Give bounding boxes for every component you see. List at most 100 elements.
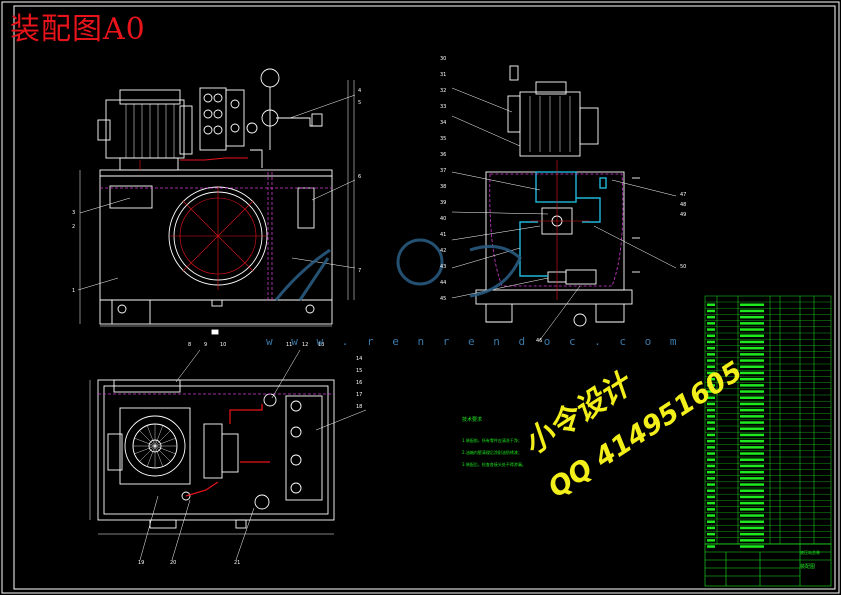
side-view-hidden-lines <box>489 173 624 287</box>
front-view-dimensions <box>79 80 355 327</box>
balloon-label: 9 <box>204 342 207 348</box>
parts-list-cell <box>740 408 764 412</box>
parts-list-cell <box>740 532 764 536</box>
parts-list-cell <box>707 489 715 492</box>
balloon-label: 6 <box>358 174 361 180</box>
balloon-label: 17 <box>356 392 362 398</box>
parts-list-cell <box>740 458 764 461</box>
balloon-label: 49 <box>680 212 686 218</box>
balloon-label: 18 <box>356 404 362 410</box>
title-block <box>704 543 832 587</box>
balloon-label: 40 <box>440 216 446 222</box>
balloon-label: 38 <box>440 184 446 190</box>
parts-list-cell <box>707 495 715 499</box>
parts-list-cell <box>707 421 715 424</box>
parts-list-cell <box>740 539 764 542</box>
balloon-label: 47 <box>680 192 686 198</box>
parts-list-cell <box>740 315 764 319</box>
parts-list-cell <box>740 501 764 505</box>
drawing-frame-inner <box>13 5 836 590</box>
parts-list-cell <box>707 446 715 449</box>
parts-list-cell <box>707 470 715 474</box>
parts-list-cell <box>707 408 715 412</box>
balloon-label: 45 <box>440 296 446 302</box>
balloon-label: 50 <box>680 264 686 270</box>
parts-list-cell <box>740 495 764 499</box>
parts-list-cell <box>740 396 764 399</box>
parts-list-cell <box>740 371 764 375</box>
balloon-label: 2 <box>72 224 75 230</box>
top-view-fan-blades <box>133 424 177 468</box>
balloon-label: 14 <box>356 356 362 362</box>
balloon-label: 41 <box>440 232 446 238</box>
parts-list-cell <box>707 402 715 406</box>
balloon-label: 11 <box>286 342 292 348</box>
front-view-hidden-lines <box>100 172 332 300</box>
parts-list-cell <box>740 390 764 393</box>
balloon-label: 33 <box>440 104 446 110</box>
balloon-label: 21 <box>234 560 240 566</box>
parts-list-cell <box>707 309 715 313</box>
balloon-label: 5 <box>358 100 361 106</box>
top-view-leaders <box>139 349 367 561</box>
balloon-label: 35 <box>440 136 446 142</box>
parts-list-cell <box>707 303 715 306</box>
parts-list-cell <box>707 526 715 530</box>
balloon-label: 12 <box>302 342 308 348</box>
parts-list-cell <box>740 446 764 449</box>
balloon-label: 13 <box>318 342 324 348</box>
balloon-label: 32 <box>440 88 446 94</box>
parts-list-cell <box>740 514 764 517</box>
parts-list-cell <box>740 483 764 486</box>
balloon-label: 1 <box>72 288 75 294</box>
watermark-url: w w w . r e n r e n d o c . c o m <box>266 335 683 348</box>
parts-list-cell <box>707 508 715 511</box>
parts-list-cell <box>707 328 715 331</box>
balloon-labels: 1234567303132333435363738394041424344454… <box>72 56 686 566</box>
parts-list-cell <box>740 508 764 511</box>
front-view <box>97 68 333 335</box>
parts-list-cell <box>740 402 764 406</box>
parts-list-cell <box>707 532 715 536</box>
balloon-label: 46 <box>536 338 542 344</box>
balloon-label: 3 <box>72 210 75 216</box>
parts-list-cell <box>707 483 715 486</box>
top-view-dimensions <box>89 380 334 535</box>
parts-list-cell <box>740 452 764 455</box>
balloon-label: 39 <box>440 200 446 206</box>
parts-list-cell <box>740 415 764 418</box>
balloon-label: 43 <box>440 264 446 270</box>
parts-list-cell <box>740 365 764 368</box>
parts-list-rows <box>705 301 831 544</box>
parts-list-cell <box>707 501 715 505</box>
parts-list-cell <box>707 452 715 455</box>
balloon-label: 19 <box>138 560 144 566</box>
parts-list-cell <box>740 520 764 523</box>
balloon-label: 48 <box>680 202 686 208</box>
balloon-label: 4 <box>358 88 361 94</box>
parts-list-cell <box>740 427 764 430</box>
parts-list-cell <box>707 396 715 399</box>
parts-list-cell <box>740 359 764 362</box>
balloon-label: 10 <box>220 342 226 348</box>
parts-list-cell <box>740 464 764 468</box>
parts-list-cell <box>707 477 715 480</box>
parts-list-cell <box>740 377 764 381</box>
parts-list-cell <box>707 415 715 418</box>
balloon-label: 7 <box>358 268 361 274</box>
drawing-title: 装配图A0 <box>10 12 146 47</box>
parts-list-cell <box>740 545 764 548</box>
parts-list-cell <box>740 477 764 480</box>
parts-list-cell <box>707 359 715 362</box>
balloon-label: 42 <box>440 248 446 254</box>
title-block-part-name: 液压站总装 <box>800 550 820 555</box>
parts-list-cell <box>707 353 715 356</box>
parts-list-cell <box>707 545 715 548</box>
parts-list-cell <box>707 427 715 430</box>
balloon-label: 44 <box>440 280 446 286</box>
title-block-drawing-name: 装配图 <box>800 564 816 570</box>
parts-list-cell <box>707 539 715 542</box>
parts-list-cell <box>707 390 715 393</box>
tech-requirement-line: 3.装配后，检查各接头处不得渗漏。 <box>462 462 526 467</box>
